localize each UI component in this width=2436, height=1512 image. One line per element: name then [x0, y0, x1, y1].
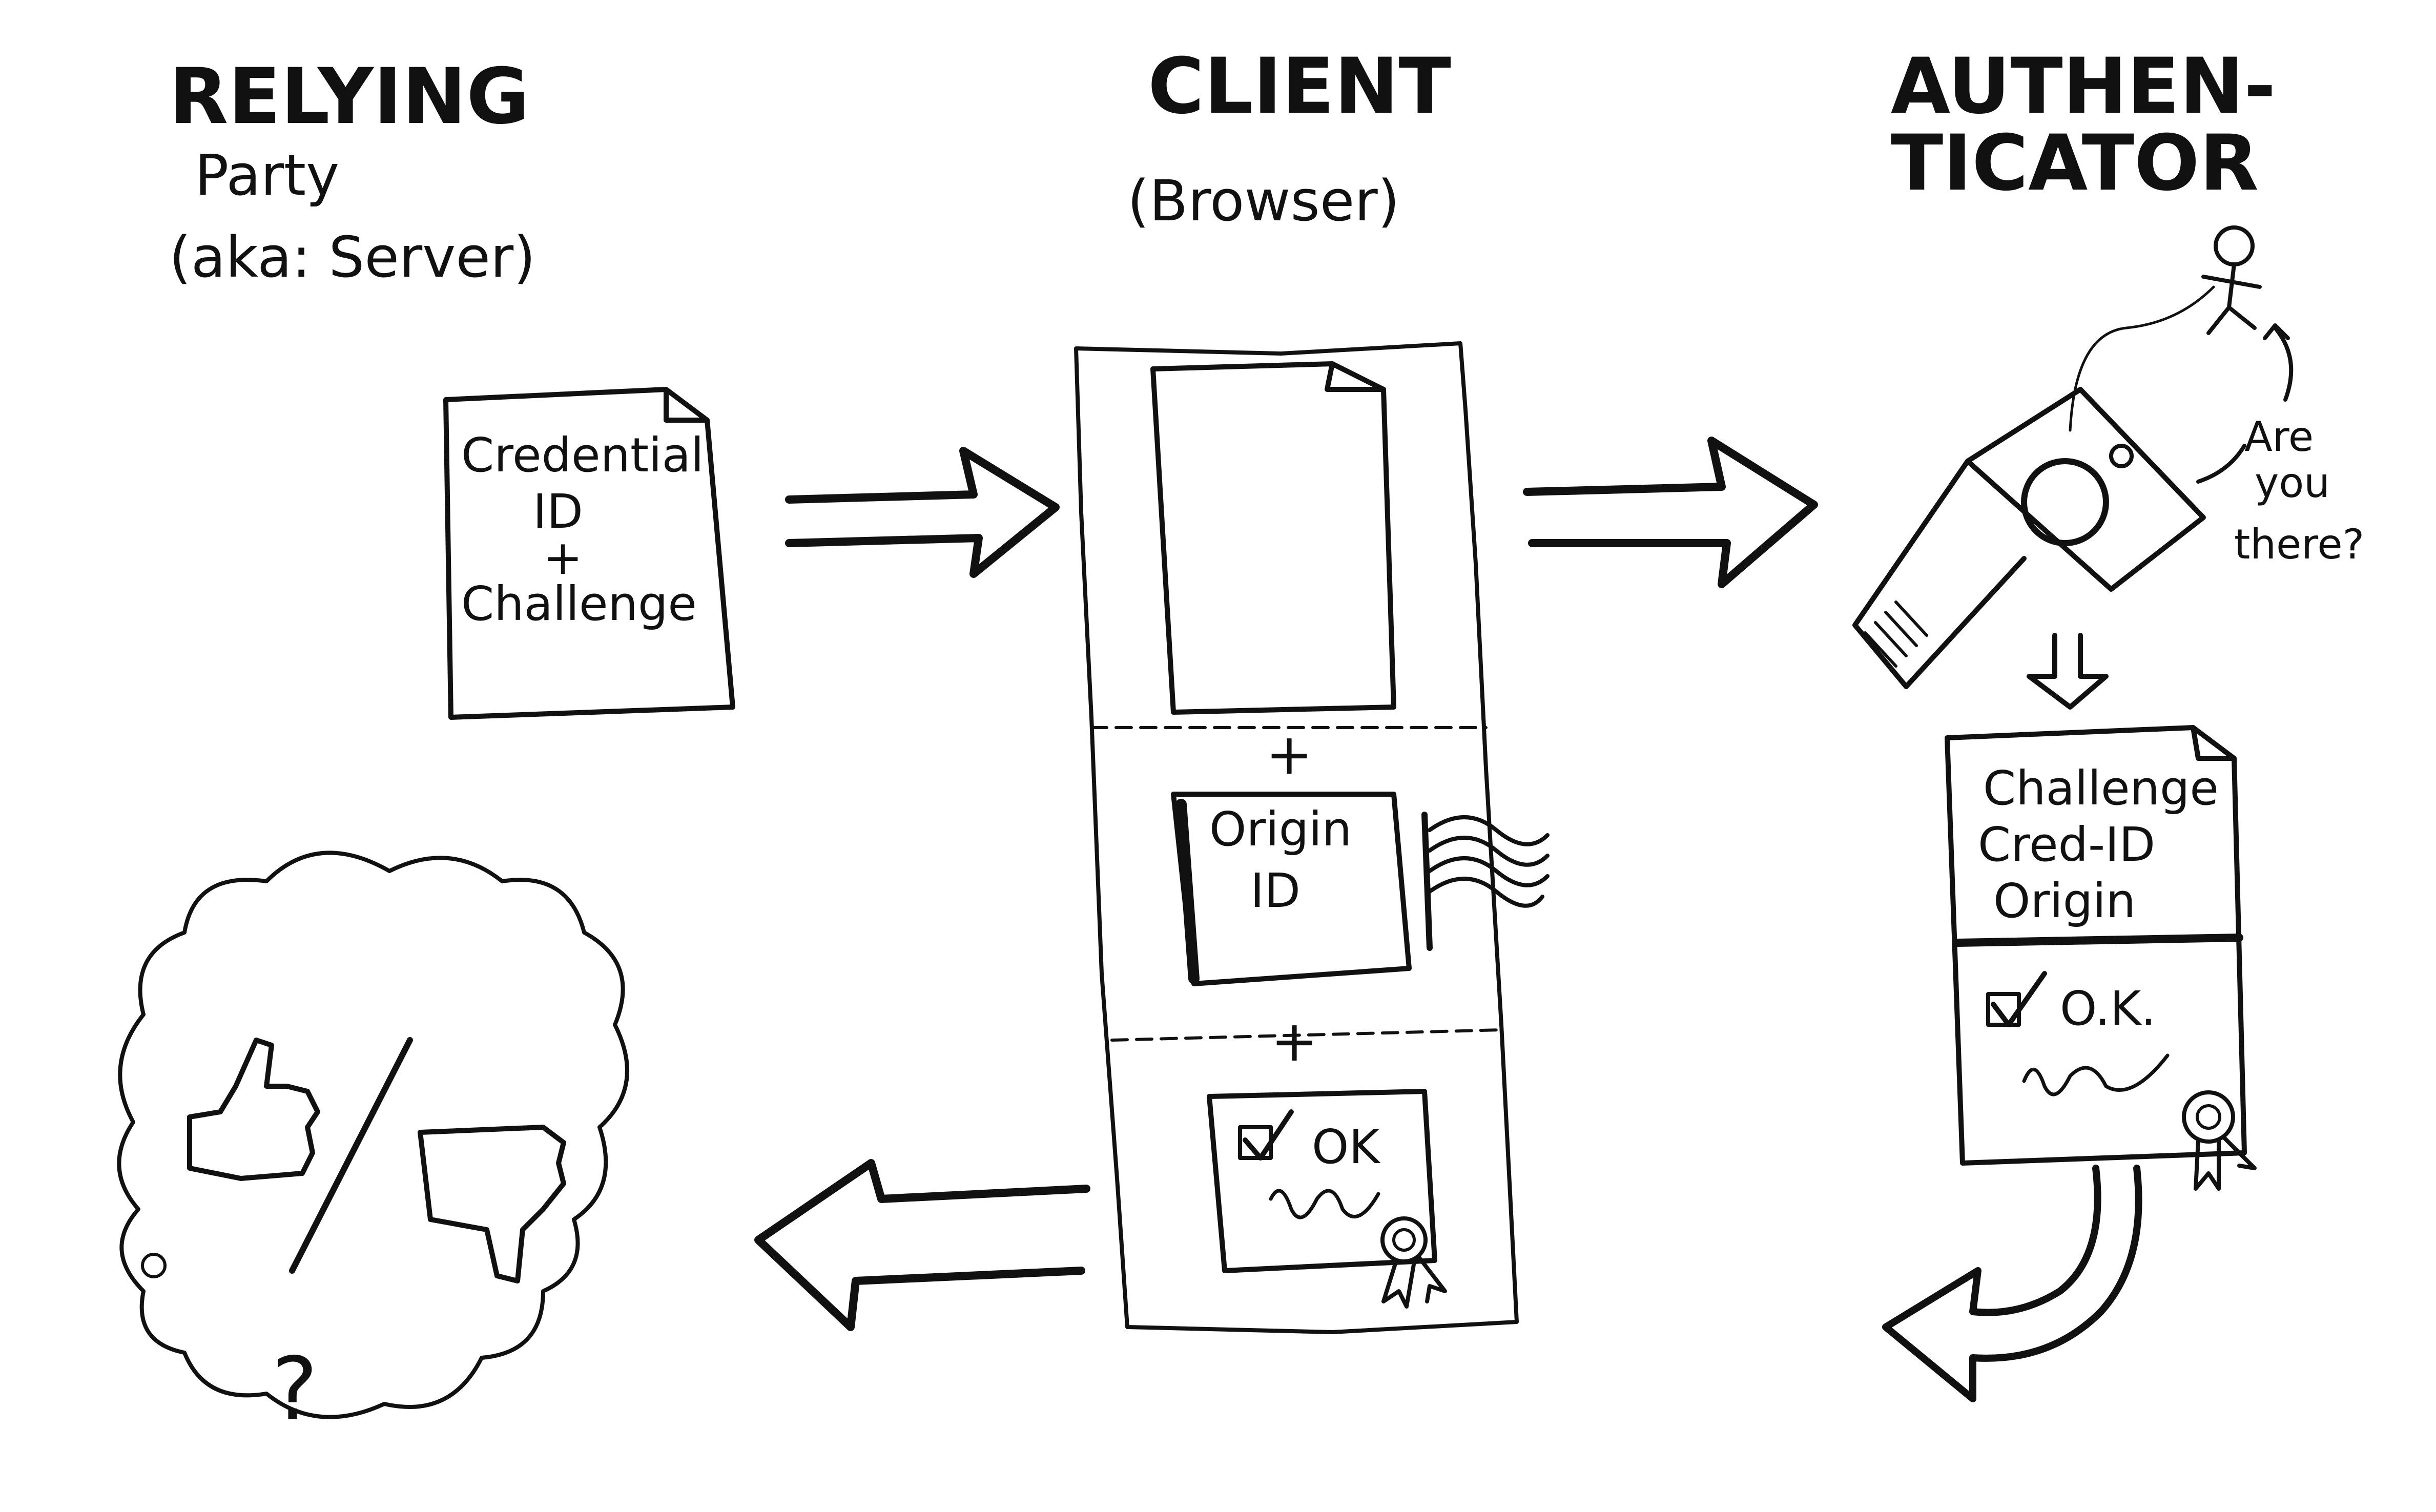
document-fold-corner [664, 387, 710, 423]
result-mark: ? [272, 1339, 318, 1440]
origin-id-label: ID [1250, 863, 1300, 918]
document-plus-label: + [543, 530, 583, 585]
arrow-icon [1523, 437, 1818, 588]
client-subtitle: (Browser) [1127, 168, 1400, 234]
client-heading: CLIENT (Browser) [1127, 42, 1451, 234]
document-challenge-label: Challenge [461, 576, 697, 631]
arrow-icon [754, 1159, 1090, 1331]
assertion-challenge-label: Challenge [1983, 761, 2219, 816]
question-pointer [2196, 444, 2246, 484]
checkmark-icon [1243, 1109, 1294, 1161]
relying-party-alias: (aka: Server) [169, 224, 535, 290]
relying-party-title: RELYING [169, 52, 529, 141]
document-icon [1945, 725, 2247, 1166]
relying-party-heading: RELYING Party (aka: Server) [169, 52, 535, 290]
assertion-origin-label: Origin [1993, 874, 2136, 928]
signature-icon [2022, 1053, 2170, 1096]
client-ok-certificate [1207, 1089, 1437, 1273]
authenticator-assertion-document: Challenge Cred-ID Origin O.K. [1945, 725, 2257, 1191]
seal-ribbon-icon [1380, 1216, 1447, 1309]
arrow-rp-to-client [785, 447, 1060, 578]
thought-bubble-dot [141, 1253, 167, 1278]
authenticator-title-line2: TICATOR [1891, 119, 2259, 208]
origin-card-edge [1175, 799, 1200, 984]
presence-arrow-icon [2263, 323, 2294, 402]
flag-icon [1421, 812, 1550, 951]
document-id-label: ID [533, 484, 583, 539]
arrow-client-to-rp [754, 1159, 1090, 1331]
security-key-icon [1852, 285, 2215, 689]
seal-ribbon-icon [2182, 1090, 2257, 1191]
credential-challenge-document: Credential ID + Challenge [443, 387, 735, 720]
person-icon [2201, 225, 2262, 335]
thumbs-up-icon [187, 1038, 320, 1181]
client-panel: + Origin ID + OK [1074, 341, 1550, 1334]
client-plus-1: + [1266, 721, 1313, 787]
authenticator-heading: AUTHEN- TICATOR [1891, 42, 2276, 208]
assertion-document-fold [2191, 725, 2237, 761]
client-panel-divider-2 [1110, 1028, 1503, 1042]
client-title: CLIENT [1148, 42, 1451, 131]
slash-divider [289, 1037, 413, 1274]
thought-cloud-icon [117, 851, 629, 1419]
relying-party-subtitle: Party [195, 142, 339, 208]
assertion-cred-id-label: Cred-ID [1978, 817, 2155, 872]
document-credential-label: Credential [461, 428, 704, 483]
return-arrow-icon [1882, 1165, 2142, 1402]
assertion-ok-label: O.K. [2060, 981, 2156, 1036]
forwarded-document-fold [1325, 361, 1386, 392]
presence-question-line2: you [2255, 459, 2330, 507]
client-panel-outline [1074, 341, 1519, 1334]
presence-question-line1: Are [2244, 413, 2314, 461]
forwarded-document-icon [1150, 361, 1396, 715]
client-ok-label: OK [1312, 1120, 1381, 1174]
thumbs-down-icon [418, 1125, 566, 1283]
checkmark-icon [1991, 971, 2047, 1027]
presence-question-line3: there? [2234, 521, 2364, 568]
finger-touch-line [2069, 285, 2215, 432]
document-icon [443, 387, 735, 720]
assertion-divider [1953, 934, 2243, 947]
client-plus-2: + [1271, 1008, 1318, 1074]
down-arrow-icon [2027, 633, 2109, 710]
origin-label: Origin [1209, 802, 1352, 857]
signature-icon [1269, 1189, 1380, 1219]
arrow-icon [785, 447, 1060, 578]
authenticator-title-line1: AUTHEN- [1891, 42, 2276, 131]
arrow-client-to-authenticator [1523, 437, 1818, 588]
